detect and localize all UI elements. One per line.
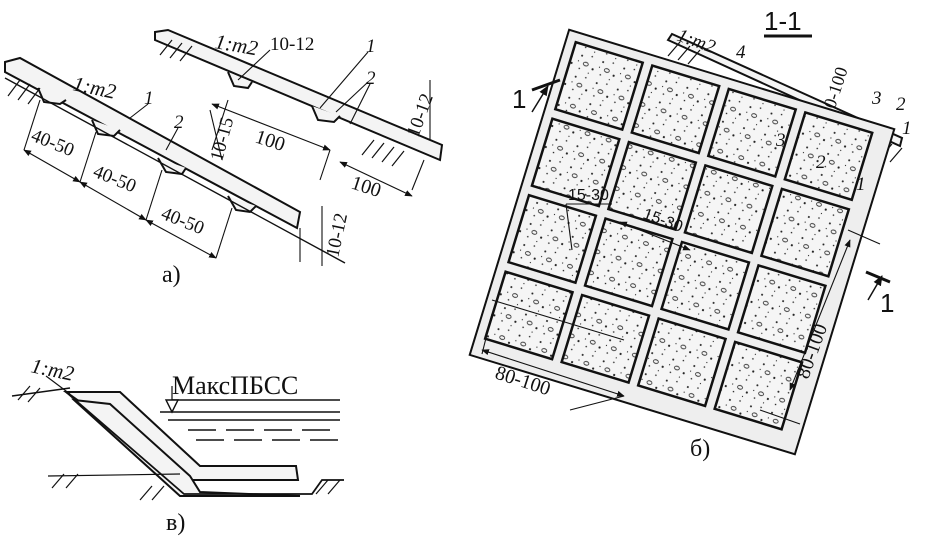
subgrade-line xyxy=(4,77,346,264)
bed-line xyxy=(47,473,181,477)
fig-a-callout-1b: 1 xyxy=(144,88,154,109)
dim-lines-b xyxy=(481,203,881,425)
section-callout-3: 3 xyxy=(871,88,882,109)
fig-a-callout-1a: 1 xyxy=(366,36,376,57)
section-label: 1-1 xyxy=(764,6,802,36)
figure-v: МаксПБСС 1:m2 в) xyxy=(11,353,344,536)
grid-callout-1: 1 xyxy=(856,174,866,195)
fig-a-callout-2b: 2 xyxy=(174,112,184,133)
ground-hatch-v xyxy=(17,385,341,501)
ground-hatch-a-left xyxy=(7,79,41,105)
callouts-a xyxy=(129,49,371,151)
fig-a-callout-2a: 2 xyxy=(366,68,376,89)
dim-lines-a xyxy=(23,80,431,266)
rib-3 xyxy=(157,157,187,176)
svg-text:1: 1 xyxy=(880,288,894,318)
fig-a-dim-100-2: 100 xyxy=(348,172,383,202)
section-mark-left: 1 xyxy=(512,78,561,114)
section-callout-1: 1 xyxy=(902,118,912,139)
water-level-marker xyxy=(164,399,180,414)
figure-a: 1:m2 1:m2 10-12 1 2 1 2 10-15 100 100 10… xyxy=(4,28,444,288)
fig-a-dim-100-1: 100 xyxy=(252,126,287,156)
section-mark-right: 1 xyxy=(865,270,894,318)
fig-v-caption: в) xyxy=(166,510,185,536)
slab-upper xyxy=(154,28,444,162)
bank-profile xyxy=(65,391,344,495)
dim-15-30-1: 15-30 xyxy=(568,187,609,204)
slab-lower xyxy=(4,56,302,230)
section-callout-4: 4 xyxy=(736,42,746,63)
fig-a-dim-10-15: 10-15 xyxy=(207,115,239,163)
rib-4 xyxy=(227,195,257,214)
water-level-lines xyxy=(160,399,340,441)
fig-a-dim-40-50-3: 40-50 xyxy=(158,203,207,239)
slope-ground xyxy=(11,387,71,397)
fig-a-dim-40-50-1: 40-50 xyxy=(28,125,77,161)
fig-a-caption: а) xyxy=(162,262,181,288)
rib-upper-1 xyxy=(227,71,253,90)
fig-a-dim-10-12-right: 10-12 xyxy=(403,91,438,140)
section-callout-2: 2 xyxy=(896,94,906,115)
ground-hatch-a-upper xyxy=(159,39,405,167)
grid-callout-3: 3 xyxy=(775,130,786,151)
fig-a-dim-10-12-bottom: 10-12 xyxy=(322,211,352,259)
fig-a-dim-10-12-top: 10-12 xyxy=(270,34,314,55)
svg-text:1: 1 xyxy=(512,84,526,114)
lining-inner xyxy=(71,398,301,497)
water-level-label: МаксПБСС xyxy=(172,371,298,400)
fig-b-caption: б) xyxy=(690,436,710,462)
figure-b: 1-1 1:m2 4 60-100 3 2 1 1 1 xyxy=(468,6,912,462)
grid-callout-2: 2 xyxy=(816,152,826,173)
